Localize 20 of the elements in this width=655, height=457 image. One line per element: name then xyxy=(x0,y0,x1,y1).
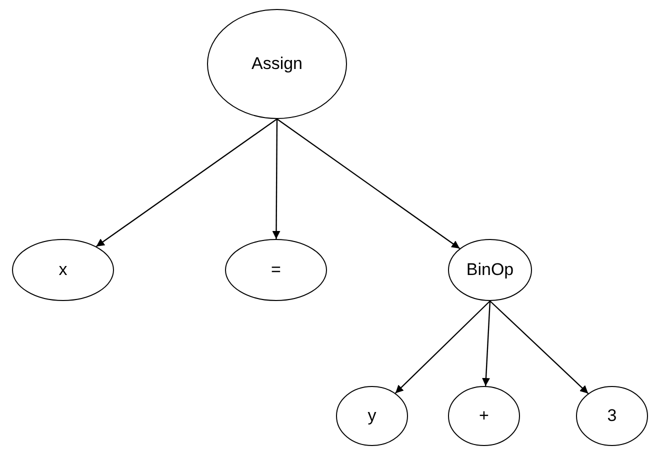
node-label: = xyxy=(271,260,281,280)
ellipse-node xyxy=(225,239,327,301)
node-label: y xyxy=(368,406,376,426)
ellipse-node xyxy=(448,239,532,301)
node-label: x xyxy=(58,260,68,280)
arrow xyxy=(490,300,589,394)
ellipse-node xyxy=(207,9,347,119)
node-label: + xyxy=(479,406,489,426)
arrow xyxy=(394,300,490,394)
node-label: BinOp xyxy=(466,260,514,280)
arrow xyxy=(272,119,280,239)
arrow xyxy=(482,300,491,386)
ellipse-node xyxy=(448,386,520,446)
ellipse-node xyxy=(12,239,114,301)
node-label: 3 xyxy=(607,406,617,426)
ellipse-node xyxy=(576,386,648,446)
arrow xyxy=(96,118,278,247)
arrow xyxy=(276,118,460,250)
node-label: Assign xyxy=(251,54,303,74)
ellipse-node xyxy=(336,386,408,446)
